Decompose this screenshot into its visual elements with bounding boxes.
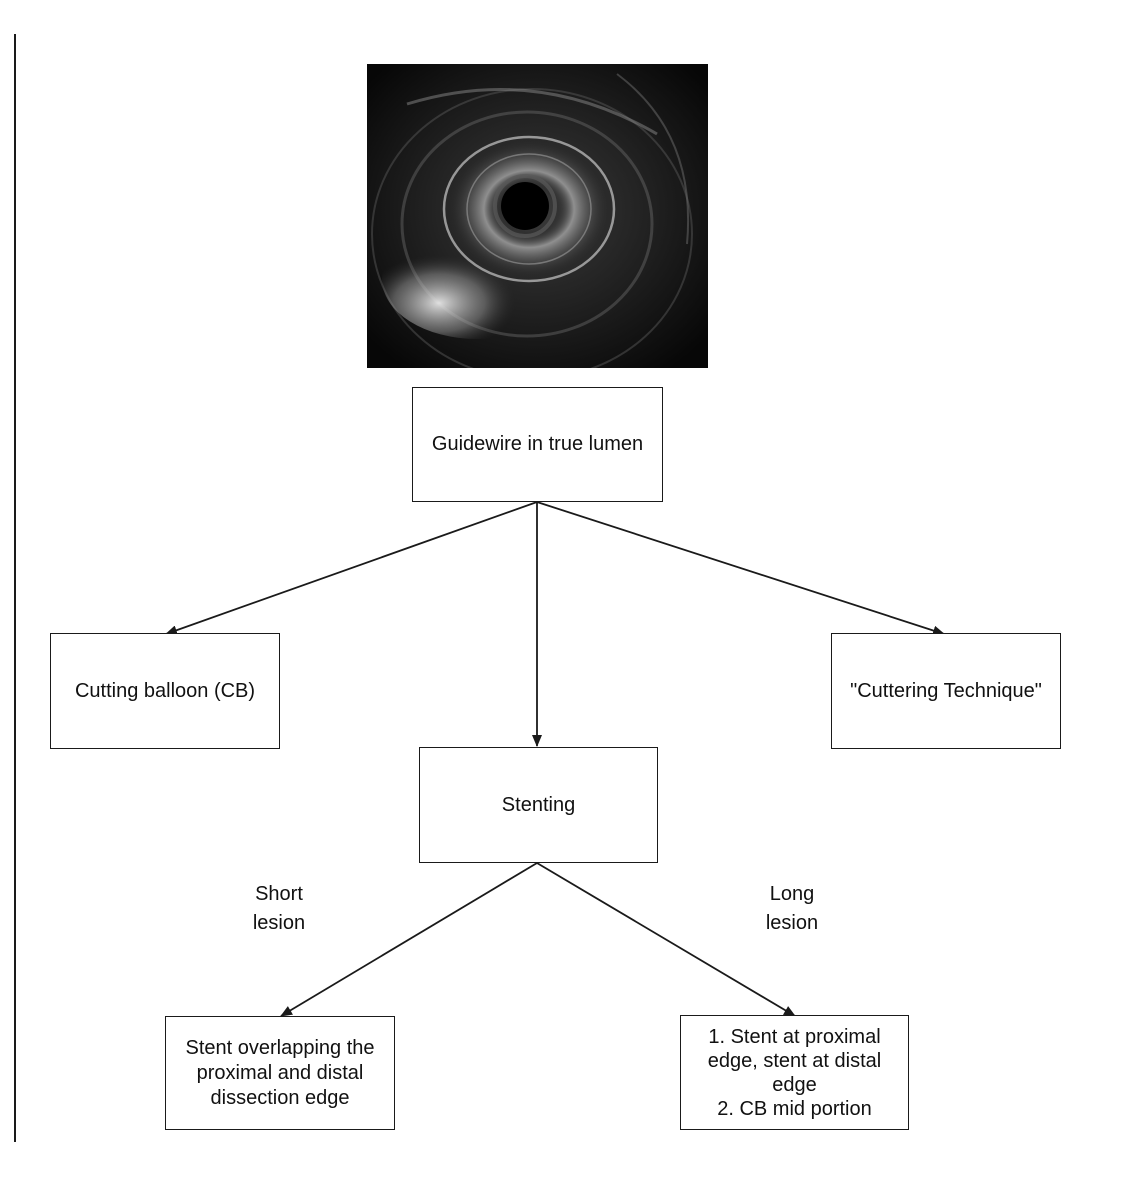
node-stent-proximal-distal: 1. Stent at proximal edge, stent at dist…	[680, 1015, 909, 1130]
ivus-image	[367, 64, 708, 368]
edge-label-line: lesion	[765, 912, 819, 934]
edge-label-line: Short	[255, 883, 303, 905]
edge-label-short-lesion: Short lesion	[229, 880, 329, 938]
node-label-line: proximal and distal	[196, 1061, 364, 1084]
arrow-middle-to-bottom-left	[280, 862, 538, 1017]
node-label: Stenting	[501, 793, 576, 816]
arrow-root-to-left	[165, 501, 538, 636]
left-border-line	[14, 34, 16, 1142]
edge-label-line: lesion	[252, 912, 306, 934]
node-label-line: edge, stent at distal	[707, 1049, 882, 1072]
node-cutting-balloon: Cutting balloon (CB)	[50, 633, 280, 749]
node-label-line: dissection edge	[210, 1086, 350, 1109]
node-label-line: edge	[772, 1073, 817, 1096]
node-label-line: Stent overlapping the	[185, 1036, 375, 1059]
node-label: Guidewire in true lumen	[431, 433, 644, 455]
node-stenting: Stenting	[419, 747, 658, 863]
arrow-middle-to-bottom-right	[536, 862, 796, 1017]
node-label: "Cuttering Technique"	[850, 679, 1042, 702]
node-guidewire-true-lumen: Guidewire in true lumen	[412, 387, 663, 502]
node-label: Cutting balloon (CB)	[74, 679, 256, 702]
node-cuttering-technique: "Cuttering Technique"	[831, 633, 1061, 749]
node-stent-overlapping: Stent overlapping the proximal and dista…	[165, 1016, 395, 1130]
edge-label-line: Long	[769, 883, 815, 905]
node-label-line: 2. CB mid portion	[717, 1097, 872, 1120]
edge-label-long-lesion: Long lesion	[742, 880, 842, 938]
arrow-root-to-right	[536, 501, 945, 636]
node-label-line: 1. Stent at proximal	[708, 1025, 881, 1048]
